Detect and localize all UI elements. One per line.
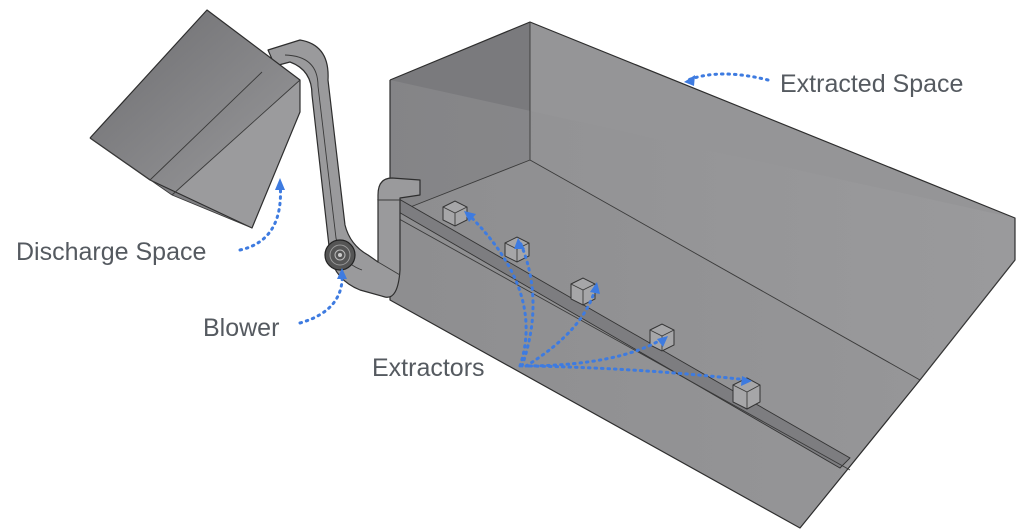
extracted-space-label: Extracted Space xyxy=(780,70,964,98)
extractor-4 xyxy=(649,323,675,352)
leader-extractor-2 xyxy=(518,240,535,368)
discharge-space-box xyxy=(89,9,301,229)
leader-extractor-4 xyxy=(526,336,666,368)
extractor-5 xyxy=(732,377,761,410)
leader-extracted-space xyxy=(686,72,770,82)
leader-arrowhead xyxy=(684,75,695,86)
extractor-3 xyxy=(570,277,596,306)
leader-extractor-5 xyxy=(528,364,750,382)
blower-label: Blower xyxy=(203,314,280,342)
leader-extractor-3 xyxy=(524,284,598,368)
leader-blower xyxy=(298,270,344,325)
extractor-cubes xyxy=(442,200,761,410)
leader-discharge-space xyxy=(238,180,282,252)
blower-fan xyxy=(324,239,356,271)
discharge-space-label: Discharge Space xyxy=(16,238,207,266)
leader-lines xyxy=(238,72,770,386)
extractor-2 xyxy=(504,236,530,263)
extractor-1 xyxy=(442,200,468,227)
extractors-label: Extractors xyxy=(372,354,485,382)
leader-extractor-1 xyxy=(466,212,528,368)
